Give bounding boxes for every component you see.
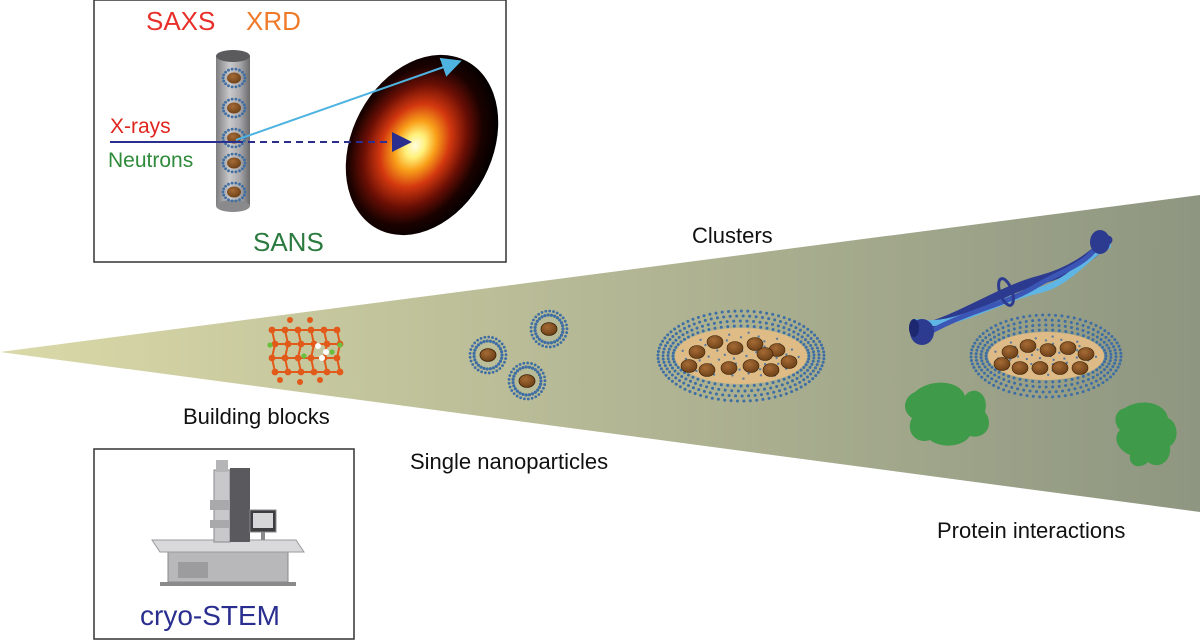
scale-wedge xyxy=(0,195,1200,512)
tube-particle xyxy=(221,181,247,203)
xrays-label: X-rays xyxy=(110,115,171,138)
protein-fiber xyxy=(909,230,1113,345)
building-block-framework xyxy=(267,317,344,385)
tube-particle xyxy=(221,67,247,89)
cluster-with-proteins xyxy=(969,313,1123,399)
label-single-nanoparticles: Single nanoparticles xyxy=(410,449,608,474)
xrd-label: XRD xyxy=(246,6,301,36)
protein-blob-1 xyxy=(904,382,990,446)
saxs-label: SAXS xyxy=(146,6,215,36)
label-protein-interactions: Protein interactions xyxy=(937,518,1125,543)
microscopy-inset: cryo-STEM xyxy=(93,448,355,640)
sans-label: SANS xyxy=(253,227,324,257)
tube-particle xyxy=(221,152,247,174)
nanoparticle-3 xyxy=(507,361,547,401)
tube-particle xyxy=(221,127,247,149)
single-nanoparticles xyxy=(468,309,569,401)
cluster-assembly xyxy=(656,309,826,403)
nanoparticle-2 xyxy=(529,309,569,349)
scattered-beam xyxy=(235,57,462,141)
nanoparticle-1 xyxy=(468,335,508,375)
microscope-icon xyxy=(151,460,305,586)
cryo-stem-label: cryo-STEM xyxy=(140,600,280,631)
capillary-tube xyxy=(216,50,250,212)
tube-nanoparticles xyxy=(221,67,247,203)
tube-particle xyxy=(221,97,247,119)
protein-blob-2 xyxy=(1115,402,1177,467)
label-clusters: Clusters xyxy=(692,223,773,248)
neutrons-label: Neutrons xyxy=(108,149,193,172)
detector-pattern xyxy=(345,54,499,236)
scattering-inset: SAXS XRD X-rays Neutrons SANS xyxy=(93,0,507,263)
label-building-blocks: Building blocks xyxy=(183,404,330,429)
